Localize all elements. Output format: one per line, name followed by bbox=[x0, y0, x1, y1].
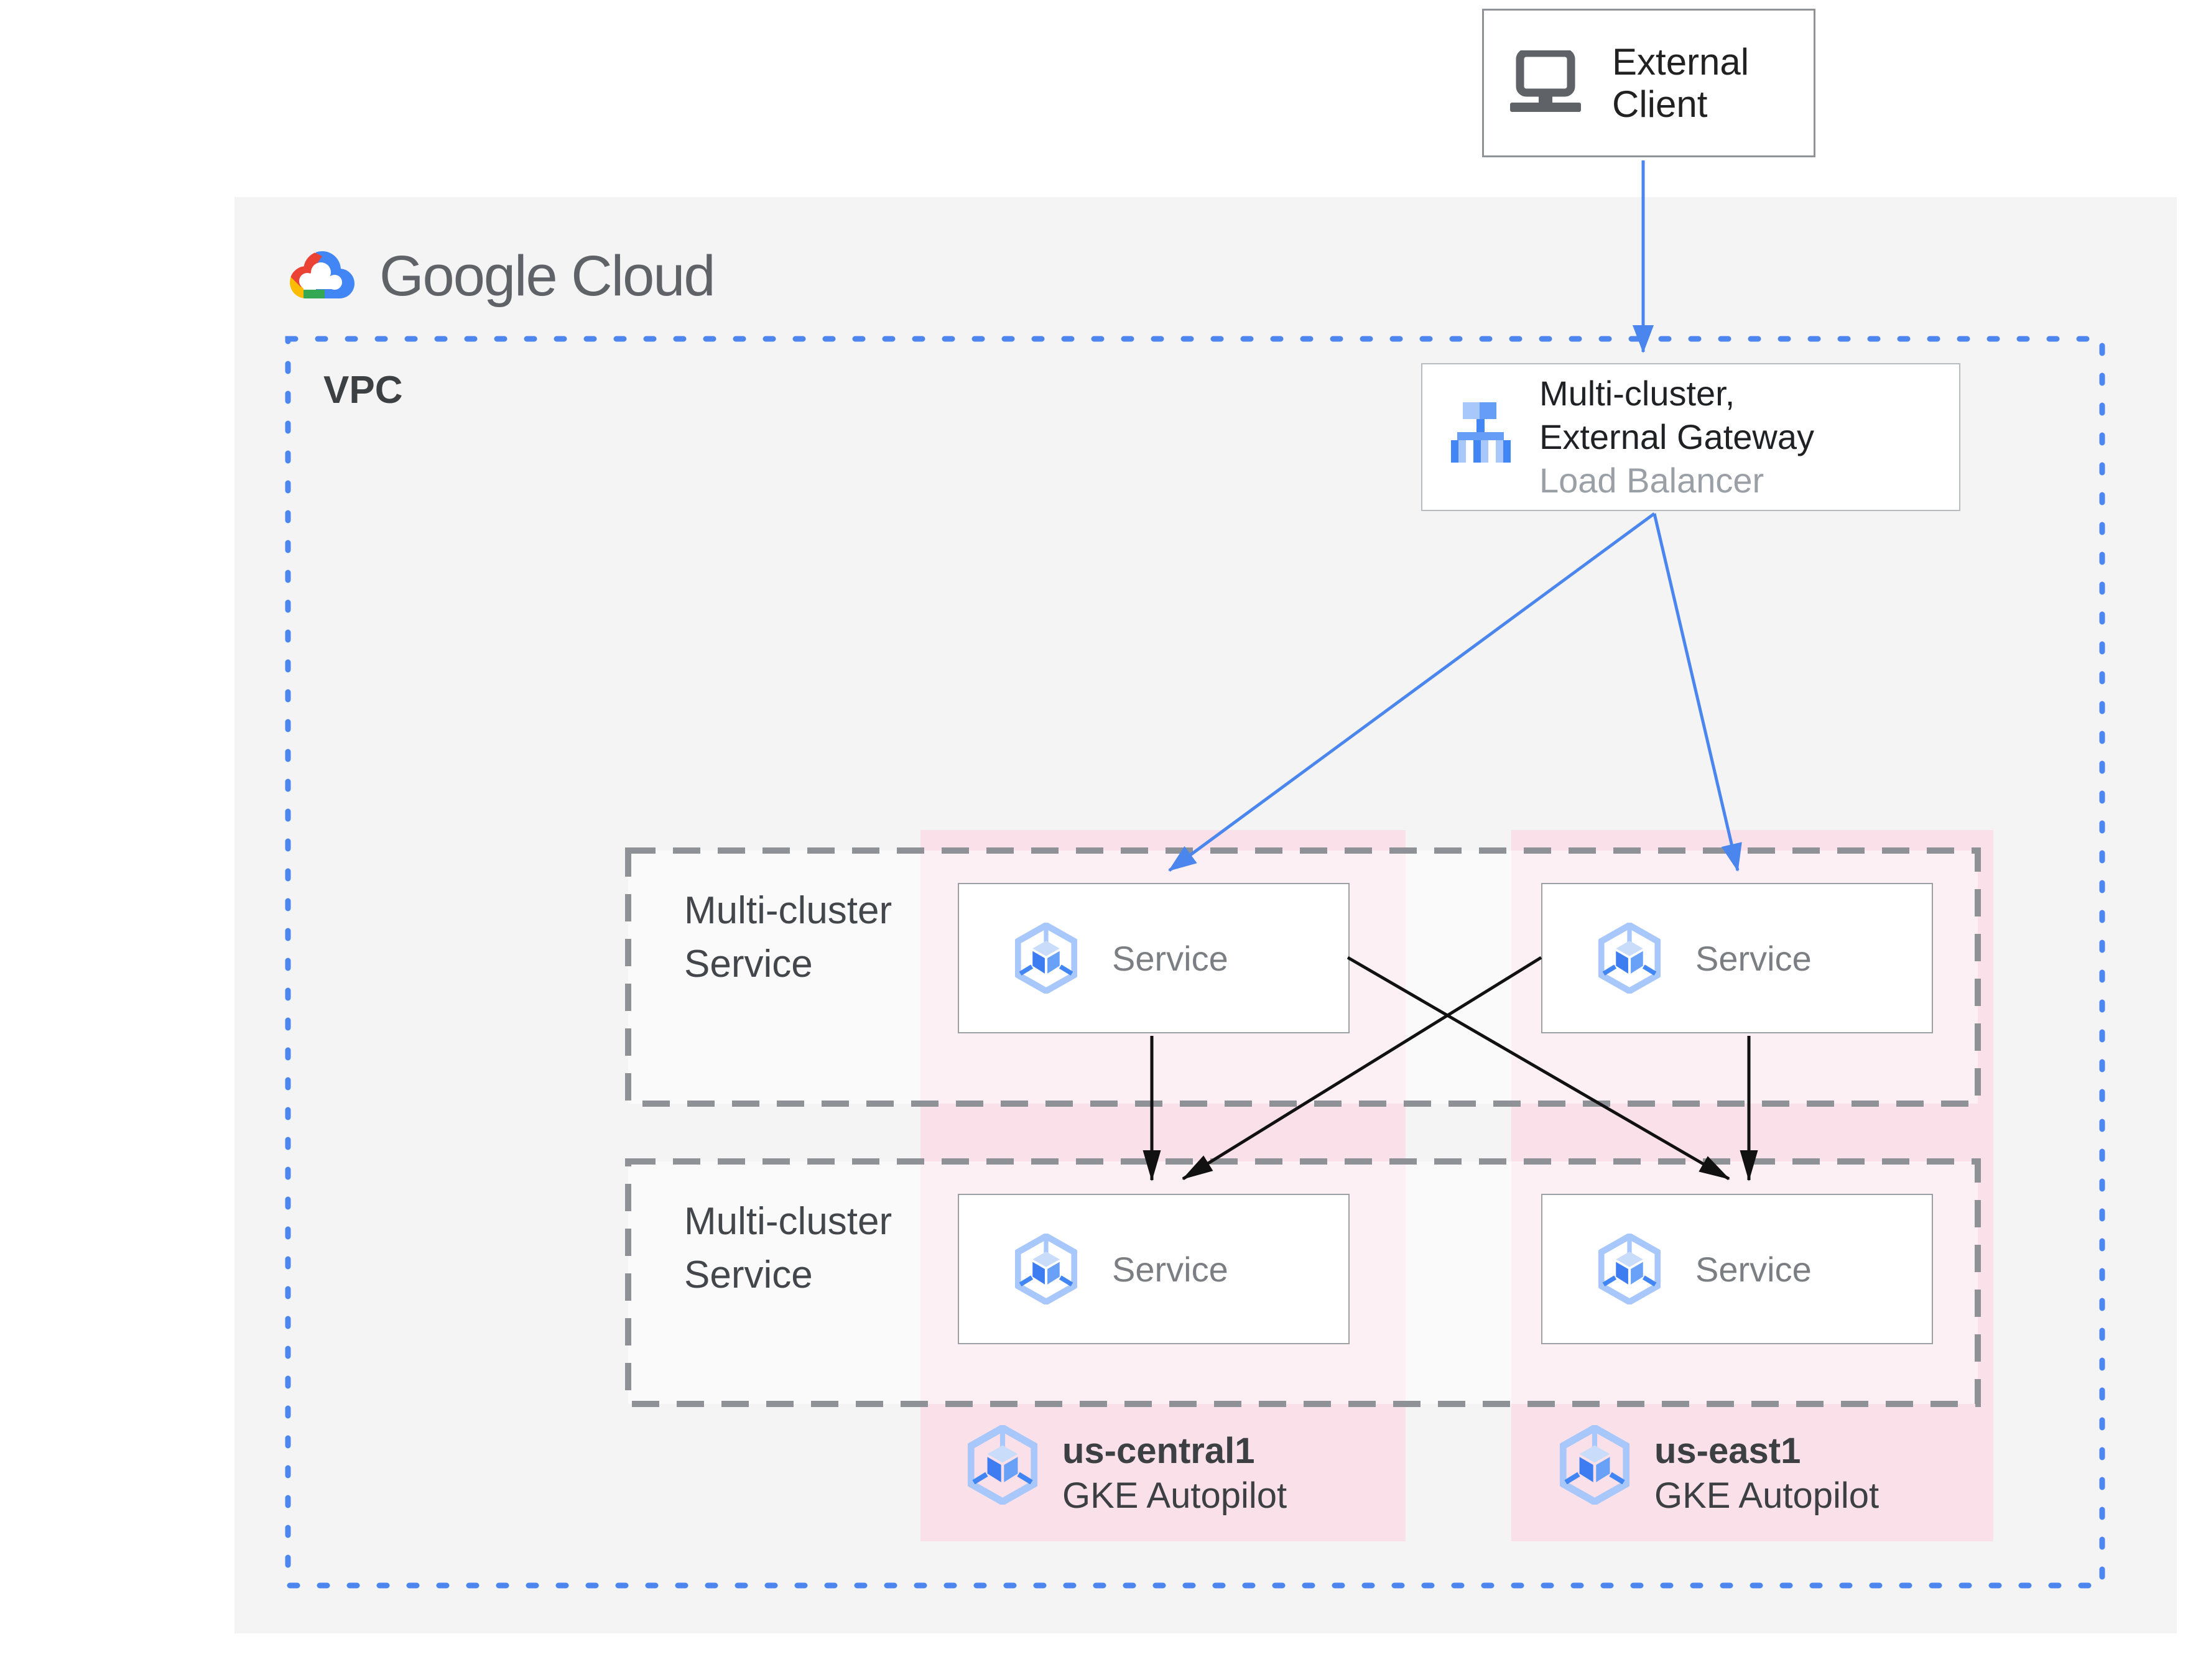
external-client-box: External Client bbox=[1482, 9, 1815, 157]
load-balancer-box: Multi-cluster, External Gateway Load Bal… bbox=[1421, 363, 1960, 511]
cluster-footer-us-central1: us-central1 GKE Autopilot bbox=[968, 1425, 1287, 1518]
service-label: Service bbox=[1112, 938, 1228, 978]
service-box-bottom-right: Service bbox=[1541, 1194, 1933, 1344]
gke-hexagon-icon bbox=[1598, 1234, 1661, 1304]
google-cloud-icon bbox=[290, 251, 355, 298]
lb-title-line2: External Gateway bbox=[1539, 417, 1814, 456]
vpc-label: VPC bbox=[323, 369, 403, 412]
lb-title-line1: Multi-cluster, bbox=[1539, 374, 1735, 413]
service-label: Service bbox=[1112, 1249, 1228, 1289]
service-label: Service bbox=[1695, 1249, 1812, 1289]
gke-hexagon-icon bbox=[1015, 1234, 1077, 1304]
gke-hexagon-icon bbox=[1560, 1425, 1629, 1505]
laptop-icon bbox=[1510, 50, 1581, 112]
google-cloud-wordmark: Google Cloud bbox=[379, 244, 716, 308]
gke-hexagon-icon bbox=[968, 1425, 1037, 1505]
mcs-row-2-label: Multi-cluster Service bbox=[684, 1200, 892, 1296]
service-box-top-right: Service bbox=[1541, 883, 1933, 1033]
cluster-name: us-east1 bbox=[1654, 1431, 1801, 1471]
external-client-line2: Client bbox=[1612, 83, 1708, 125]
cluster-type: GKE Autopilot bbox=[1654, 1475, 1880, 1516]
mcs-row-1-label: Multi-cluster Service bbox=[684, 889, 892, 985]
service-box-top-left: Service bbox=[958, 883, 1350, 1033]
gke-hexagon-icon bbox=[1598, 923, 1661, 994]
service-box-bottom-left: Service bbox=[958, 1194, 1350, 1344]
load-balancer-icon bbox=[1451, 402, 1511, 463]
lb-subtitle: Load Balancer bbox=[1539, 461, 1764, 500]
cluster-footer-us-east1: us-east1 GKE Autopilot bbox=[1560, 1425, 1879, 1518]
external-client-line1: External bbox=[1612, 40, 1750, 83]
cluster-type: GKE Autopilot bbox=[1062, 1475, 1287, 1516]
google-cloud-logo: Google Cloud bbox=[285, 244, 716, 308]
cluster-name: us-central1 bbox=[1062, 1431, 1255, 1471]
service-label: Service bbox=[1695, 938, 1812, 978]
gke-hexagon-icon bbox=[1015, 923, 1077, 994]
